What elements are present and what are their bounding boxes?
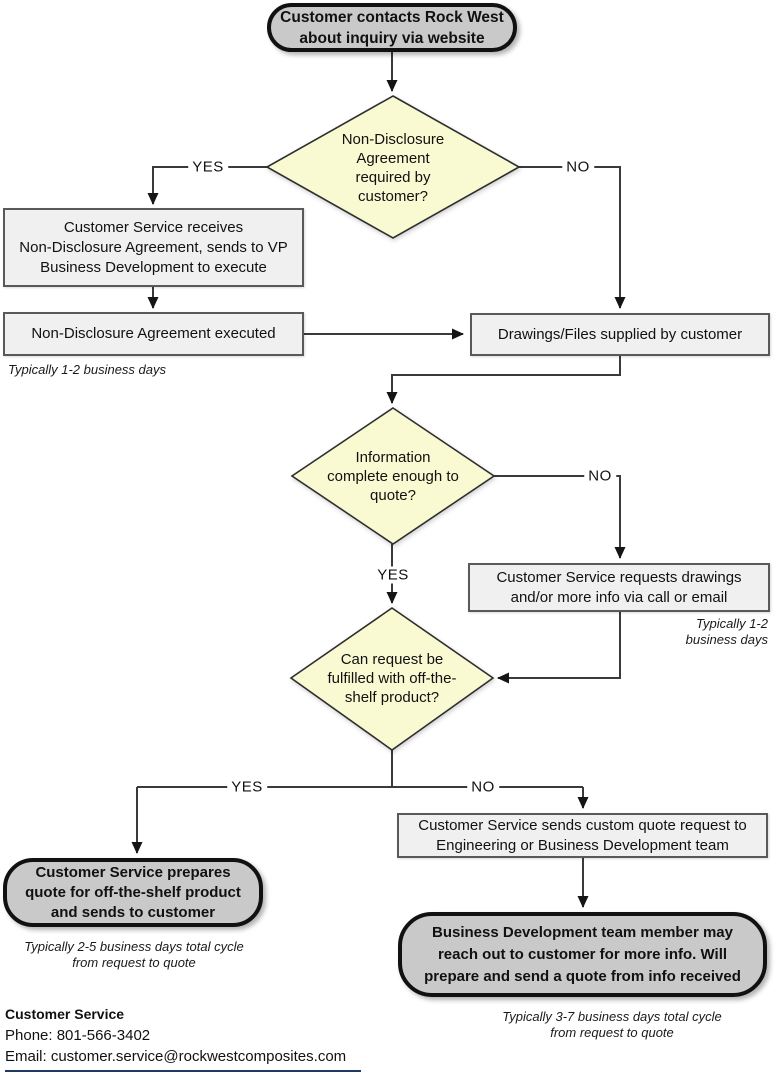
note-custom-cycle: Typically 3-7 business days total cycle … (502, 1009, 722, 1040)
edge-info-no (494, 475, 626, 559)
edge-label-nda-yes: YES (188, 158, 228, 176)
nda-decision-shape (265, 95, 521, 239)
info-complete-decision-text: Information complete enough to quote? (327, 449, 459, 504)
start-terminator: Customer contacts Rock West about inquir… (267, 3, 517, 52)
nda-receive-box: Customer Service receives Non-Disclosure… (3, 208, 304, 287)
edge-request-to-shelf (497, 612, 621, 684)
edge-label-shelf-no: NO (467, 778, 499, 796)
edge-nda-no (519, 166, 626, 309)
edge-nda-yes (147, 166, 267, 205)
request-more-info-box: Customer Service requests drawings and/o… (468, 563, 770, 612)
edge-drawings-to-info (386, 356, 621, 404)
contact-divider-line (5, 1070, 361, 1072)
edge-label-shelf-yes: YES (227, 778, 267, 796)
nda-executed-box: Non-Disclosure Agreement executed (3, 312, 304, 356)
contact-email: Email: customer.service@rockwestcomposit… (5, 1048, 347, 1065)
info-complete-decision-shape (290, 407, 496, 545)
note-off-shelf-cycle: Typically 2-5 business days total cycle … (24, 939, 244, 970)
prepare-quote-terminator: Customer Service prepares quote for off-… (3, 858, 263, 927)
off-shelf-decision-shape (289, 607, 495, 751)
contact-heading: Customer Service (5, 1006, 125, 1022)
off-shelf-decision-text: Can request be fulfilled with off-the- s… (327, 651, 457, 706)
edge-label-nda-no: NO (562, 158, 594, 176)
edge-label-info-no: NO (584, 467, 616, 485)
drawings-supplied-box: Drawings/Files supplied by customer (470, 313, 770, 356)
contact-phone: Phone: 801-566-3402 (5, 1027, 151, 1044)
contact-block: Customer Service Phone: 801-566-3402 Ema… (5, 1004, 346, 1067)
bd-reach-out-terminator: Business Development team member may rea… (398, 912, 767, 997)
edge-label-info-yes: YES (373, 566, 413, 584)
note-nda-cycle: Typically 1-2 business days (8, 362, 166, 377)
note-request-info-cycle: Typically 1-2 business days (685, 616, 768, 647)
custom-quote-request-box: Customer Service sends custom quote requ… (397, 813, 768, 858)
nda-decision-text: Non-Disclosure Agreement required by cus… (341, 131, 445, 205)
